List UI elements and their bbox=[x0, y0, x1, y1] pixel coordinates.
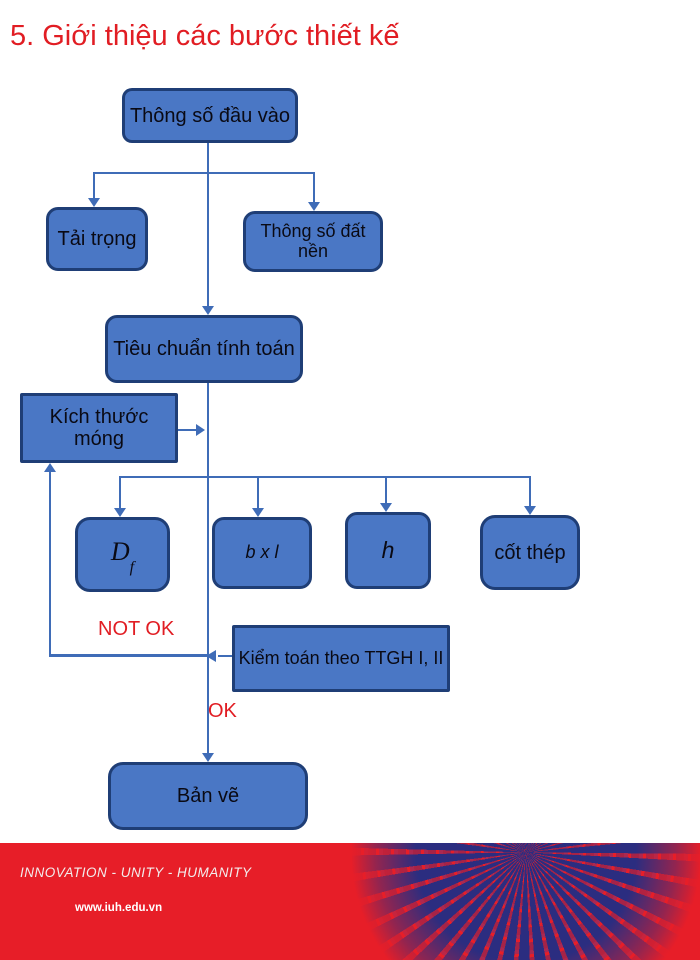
node-h: h bbox=[345, 512, 431, 589]
connector-to-bxl bbox=[257, 476, 259, 508]
node-label: Tải trọng bbox=[57, 228, 137, 250]
node-df: Df bbox=[75, 517, 170, 592]
connector-to-standard bbox=[207, 172, 209, 307]
node-reinforcement: cốt thép bbox=[480, 515, 580, 590]
node-calculation-standard: Tiêu chuẩn tính toán bbox=[105, 315, 303, 383]
node-soil-parameters: Thông số đất nền bbox=[243, 211, 383, 272]
node-label: Tiêu chuẩn tính toán bbox=[113, 338, 295, 360]
arrowhead-feedback-up bbox=[44, 463, 56, 472]
connector-feedback-vertical bbox=[49, 470, 51, 657]
arrowhead-size-out bbox=[196, 424, 205, 436]
node-label: cốt thép bbox=[494, 541, 566, 564]
footer-spiral-pattern bbox=[352, 843, 700, 960]
node-label: Thông số đầu vào bbox=[129, 104, 291, 127]
node-label: Thông số đất nền bbox=[260, 220, 366, 261]
connector-input-down bbox=[207, 143, 209, 174]
arrowhead-standard bbox=[202, 306, 214, 315]
connector-branch-middle bbox=[119, 476, 530, 478]
arrowhead-load bbox=[88, 198, 100, 207]
connector-to-h bbox=[385, 476, 387, 503]
connector-feedback-horizontal bbox=[49, 654, 207, 657]
connector-branch-top bbox=[93, 172, 315, 174]
connector-check-out bbox=[218, 655, 232, 657]
footer-banner: INNOVATION - UNITY - HUMANITY www.iuh.ed… bbox=[0, 843, 700, 960]
node-label: Bản vẽ bbox=[176, 785, 240, 807]
node-label: Kích thước móng bbox=[49, 406, 149, 450]
connector-to-steel bbox=[529, 476, 531, 506]
connector-to-soil bbox=[313, 172, 315, 203]
node-input-parameters: Thông số đầu vào bbox=[122, 88, 298, 143]
node-check-ttgh: Kiểm toán theo TTGH I, II bbox=[232, 625, 450, 692]
node-label: h bbox=[381, 536, 395, 563]
page-title: 5. Giới thiệu các bước thiết kế bbox=[10, 20, 400, 52]
arrowhead-feedback-left bbox=[206, 650, 216, 662]
node-drawing: Bản vẽ bbox=[108, 762, 308, 830]
connector-size-to-main bbox=[178, 429, 197, 431]
arrowhead-bxl bbox=[252, 508, 264, 517]
footer-slogan: INNOVATION - UNITY - HUMANITY bbox=[20, 865, 252, 880]
arrowhead-soil bbox=[308, 202, 320, 211]
arrowhead-drawing bbox=[202, 753, 214, 762]
node-label: Kiểm toán theo TTGH I, II bbox=[238, 647, 444, 668]
connector-to-load bbox=[93, 172, 95, 199]
arrowhead-df bbox=[114, 508, 126, 517]
label-ok: OK bbox=[208, 700, 237, 722]
node-load: Tải trọng bbox=[46, 207, 148, 271]
connector-to-df bbox=[119, 476, 121, 508]
node-label: b x l bbox=[245, 542, 279, 563]
arrowhead-steel bbox=[524, 506, 536, 515]
footer-website: www.iuh.edu.vn bbox=[75, 902, 163, 914]
connector-main-vertical bbox=[207, 383, 209, 754]
node-foundation-size: Kích thước móng bbox=[20, 393, 178, 463]
label-not-ok: NOT OK bbox=[98, 618, 175, 640]
arrowhead-h bbox=[380, 503, 392, 512]
node-bxl: b x l bbox=[212, 517, 312, 589]
node-label: Df bbox=[110, 537, 135, 577]
